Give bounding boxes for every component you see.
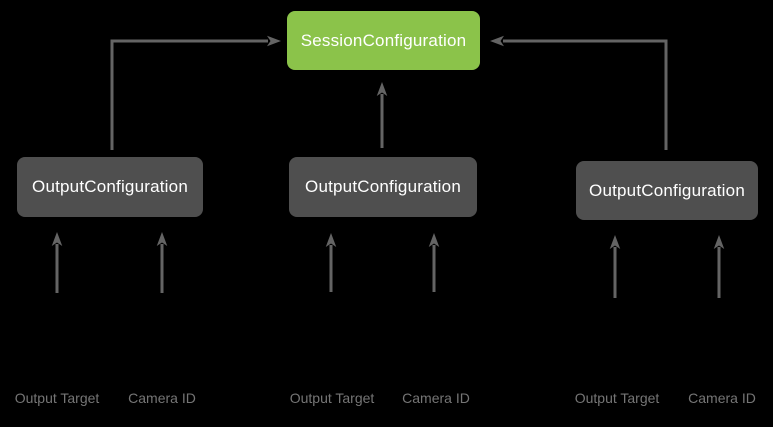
arrow-output-target-to-right-output [609,235,621,298]
input-label-output-target-left: Output Target [14,390,100,406]
arrow-output-target-to-middle-output [325,233,337,292]
arrow-right-output-to-session [490,35,668,150]
input-label-output-target-middle: Output Target [289,390,375,406]
arrow-camera-id-to-middle-output [428,233,440,292]
input-label-camera-id-left: Camera ID [128,390,196,406]
node-output-configuration-left: OutputConfiguration [17,157,203,217]
node-output-configuration-middle: OutputConfiguration [289,157,477,217]
input-label-camera-id-right: Camera ID [688,390,756,406]
input-label-camera-id-middle: Camera ID [402,390,470,406]
input-label-output-target-right: Output Target [574,390,660,406]
arrow-middle-output-to-session [376,82,388,148]
arrow-left-output-to-session [110,35,281,150]
arrow-camera-id-to-left-output [156,232,168,293]
arrow-output-target-to-left-output [51,232,63,293]
node-output-configuration-right: OutputConfiguration [576,161,758,220]
arrow-camera-id-to-right-output [713,235,725,298]
node-session-configuration: SessionConfiguration [287,11,480,70]
